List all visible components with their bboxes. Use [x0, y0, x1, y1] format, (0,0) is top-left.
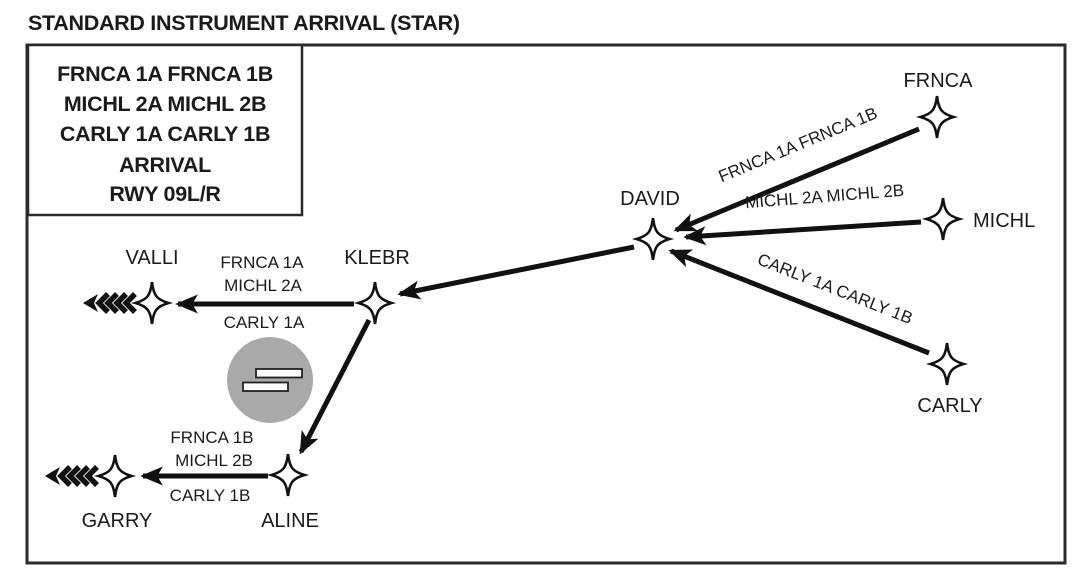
- waypoint-star-carly: [929, 341, 965, 387]
- feather-chevron: [66, 465, 81, 487]
- feather-chevron: [104, 292, 119, 314]
- info-box-line-1: FRNCA 1A FRNCA 1B: [57, 62, 273, 86]
- runway-bar-bottom: [242, 381, 289, 392]
- route-arrow-david-to-klebr: [397, 244, 635, 300]
- route-arrow-frnca-to-david: [673, 126, 920, 233]
- waypoint-star-valli: [134, 280, 170, 326]
- route-arrow-michl-to-david: [683, 219, 922, 246]
- enroute-continuation-arrow-garry: [45, 465, 99, 487]
- info-box-line-2: MICHL 2A MICHL 2B: [64, 92, 266, 116]
- waypoint-label-david: DAVID: [620, 188, 680, 210]
- feather-chevron: [75, 465, 90, 487]
- feather-chevron: [113, 292, 128, 314]
- route-label-valli-leg-3: CARLY 1A: [224, 313, 305, 332]
- enroute-continuation-arrow-valli: [83, 292, 137, 314]
- info-box-line-3: CARLY 1A CARLY 1B: [60, 122, 270, 146]
- waypoint-label-klebr: KLEBR: [344, 247, 410, 269]
- waypoint-label-garry: GARRY: [82, 510, 153, 532]
- feather-arrowhead: [83, 294, 98, 312]
- waypoint-star-klebr: [357, 280, 393, 326]
- info-box-line-5: RWY 09L/R: [109, 182, 221, 206]
- route-label-garry-leg-2: MICHL 2B: [175, 451, 253, 470]
- feather-chevron: [122, 292, 137, 314]
- route-label-valli-leg-2: MICHL 2A: [224, 276, 302, 295]
- feather-chevron: [84, 465, 99, 487]
- route-arrow-carly-to-david: [668, 248, 930, 356]
- airport-runway-icon: [227, 337, 313, 423]
- route-arrow-klebr-to-aline: [298, 318, 372, 455]
- waypoint-star-aline: [270, 452, 306, 498]
- waypoint-star-frnca: [919, 94, 955, 140]
- waypoint-label-frnca: FRNCA: [904, 70, 974, 92]
- airport-circle: [227, 337, 313, 423]
- feather-arrowhead: [45, 467, 60, 485]
- route-label-frnca-arrivals: FRNCA 1A FRNCA 1B: [716, 104, 880, 187]
- info-box-line-4: ARRIVAL: [119, 153, 211, 177]
- waypoint-label-carly: CARLY: [917, 395, 982, 417]
- waypoint-label-michl: MICHL: [973, 210, 1035, 232]
- waypoint-label-valli: VALLI: [126, 247, 179, 269]
- route-label-garry-leg-1: FRNCA 1B: [170, 428, 253, 447]
- page-title: STANDARD INSTRUMENT ARRIVAL (STAR): [28, 11, 460, 35]
- route-label-garry-leg-3: CARLY 1B: [170, 486, 251, 505]
- route-label-michl-arrivals: MICHL 2A MICHL 2B: [744, 181, 904, 212]
- waypoint-star-garry: [97, 453, 133, 499]
- feather-chevron: [95, 292, 110, 314]
- waypoint-star-michl: [925, 196, 961, 242]
- waypoint-star-david: [635, 216, 671, 262]
- runway-bar-top: [255, 368, 303, 379]
- route-label-valli-leg-1: FRNCA 1A: [220, 253, 304, 272]
- feather-chevron: [57, 465, 72, 487]
- diagram-border: [25, 43, 1067, 565]
- waypoint-label-aline: ALINE: [261, 510, 319, 532]
- procedure-info-box: [26, 43, 304, 217]
